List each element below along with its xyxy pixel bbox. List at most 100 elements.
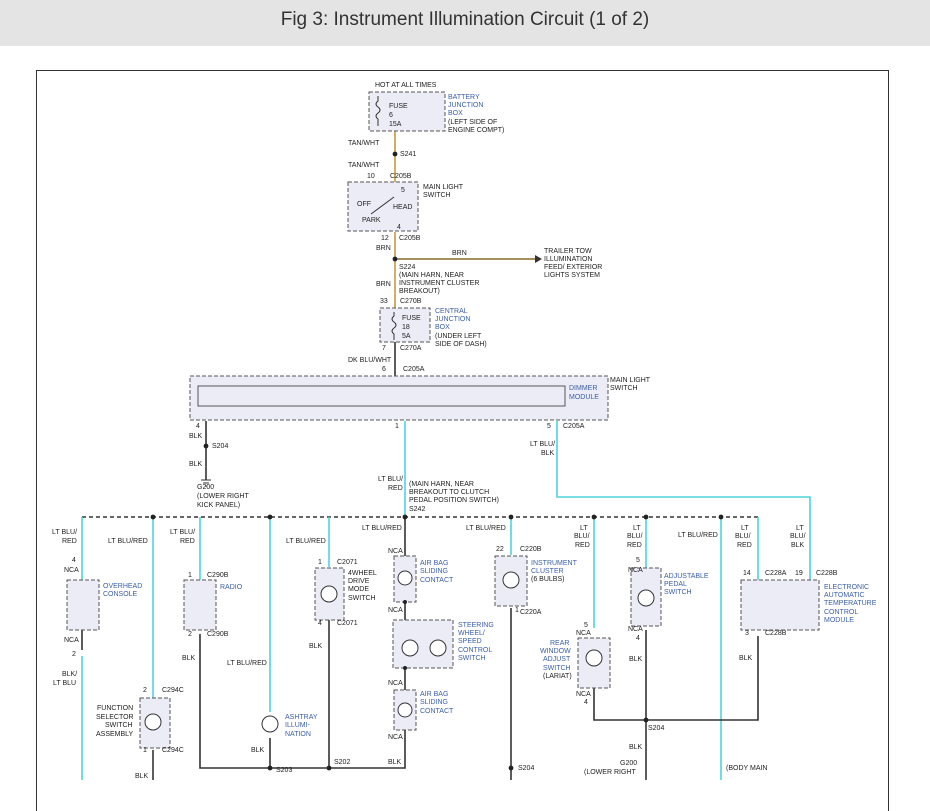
diagram-label: C270A <box>400 345 422 352</box>
diagram-label: CONTROL <box>458 647 492 654</box>
splice-s241 <box>392 151 398 157</box>
diagram-label: FEED/ EXTERIOR <box>544 264 602 271</box>
diagram-label: HOT AT ALL TIMES <box>375 82 437 89</box>
diagram-label: C290B <box>207 572 229 579</box>
wire-blk-rear <box>593 636 759 721</box>
diagram-label: 4 <box>196 423 200 430</box>
diagram-label: (6 BULBS) <box>531 576 564 583</box>
diagram-label: BLK <box>182 655 196 662</box>
diagram-label: ENGINE COMPT) <box>448 127 504 134</box>
diagram-label: FUSE <box>402 315 421 322</box>
diagram-label: CONSOLE <box>103 591 138 598</box>
diagram-label: 1 <box>188 572 192 579</box>
diagram-label: LT <box>796 525 804 532</box>
diagram-label: (LEFT SIDE OF <box>448 119 497 126</box>
diagram-label: WHEEL/ <box>458 630 485 637</box>
diagram-label: RED <box>737 542 752 549</box>
diagram-label: S241 <box>400 151 416 158</box>
splice-s203 <box>267 765 273 771</box>
diagram-labels: HOT AT ALL TIMESFUSE615ABATTERYJUNCTIONB… <box>52 82 877 780</box>
diagram-label: FUSE <box>389 103 408 110</box>
splice-s242 <box>402 514 408 520</box>
diagram-label: (MAIN HARN, NEAR <box>409 481 474 488</box>
diagram-label: SWITCH <box>610 385 638 392</box>
bulb-ashtray-icon <box>261 715 279 733</box>
diagram-label: BOX <box>435 324 450 331</box>
bulb-steering-left-icon <box>401 639 419 657</box>
overhead-console <box>66 579 100 631</box>
diagram-label: C228B <box>816 570 838 577</box>
switch-lever <box>370 196 395 215</box>
diagram-label: SWITCH <box>348 595 376 602</box>
diagram-label: PEDAL <box>664 581 687 588</box>
diagram-label: C205B <box>399 235 421 242</box>
diagram-label: (MAIN HARN, NEAR <box>399 272 464 279</box>
diagram-label: SWITCH <box>105 722 133 729</box>
diagram-label: 4 <box>636 635 640 642</box>
diagram-label: LT BLU/RED <box>466 525 506 532</box>
diagram-label: ADJUSTABLE <box>664 573 709 580</box>
diagram-label: LT BLU/RED <box>678 532 718 539</box>
diagram-label: LT BLU/RED <box>362 525 402 532</box>
diagram-label: DRIVE <box>348 578 370 585</box>
splice-points <box>150 151 724 771</box>
diagram-label: AUTOMATIC <box>824 592 865 599</box>
figure-title-bar: Fig 3: Instrument Illumination Circuit (… <box>0 0 930 46</box>
diagram-label: LT BLU/ <box>530 441 555 448</box>
diagram-label: NCA <box>576 691 591 698</box>
diagram-label: ELECTRONIC <box>824 584 869 591</box>
diagram-label: LT BLU/RED <box>286 538 326 545</box>
diagram-label: 1 <box>515 607 519 614</box>
diagram-label: NCA <box>388 548 403 555</box>
diagram-label: SWITCH <box>664 589 692 596</box>
diagram-label: OVERHEAD <box>103 583 142 590</box>
diagram-label: 7 <box>382 345 386 352</box>
diagram-label: (LOWER RIGHT <box>584 769 636 776</box>
diagram-label: DK BLU/WHT <box>348 357 392 364</box>
diagram-label: STEERING <box>458 622 494 629</box>
diagram-label: 5A <box>402 333 411 340</box>
diagram-label: 5 <box>401 187 405 194</box>
diagram-label: BATTERY <box>448 94 480 101</box>
fuse-symbols <box>370 96 397 340</box>
diagram-label: S203 <box>276 767 292 774</box>
diagram-label: NCA <box>628 567 643 574</box>
diagram-label: (UNDER LEFT <box>435 333 482 340</box>
diagram-label: 6 <box>389 112 393 119</box>
diagram-label: LIGHTS SYSTEM <box>544 272 600 279</box>
diagram-label: 5 <box>636 557 640 564</box>
diagram-label: SWITCH <box>423 192 451 199</box>
diagram-label: RED <box>180 538 195 545</box>
splice-airbag-2 <box>403 666 407 670</box>
trailer-tow-arrow <box>535 255 542 263</box>
diagram-label: DIMMER <box>569 385 597 392</box>
diagram-label: C294C <box>162 747 184 754</box>
diagram-label: JUNCTION <box>435 316 470 323</box>
diagram-label: WINDOW <box>540 648 571 655</box>
diagram-label: NCA <box>388 607 403 614</box>
diagram-label: BLK <box>541 450 555 457</box>
splice-s224 <box>392 256 398 262</box>
diagram-label: BRN <box>452 250 467 257</box>
splice-bus-5 <box>643 514 649 520</box>
diagram-label: S224 <box>399 264 415 271</box>
diagram-label: 18 <box>402 324 410 331</box>
diagram-label: BLU/ <box>790 533 806 540</box>
diagram-label: SELECTOR <box>96 714 134 721</box>
diagram-label: JUNCTION <box>448 102 483 109</box>
diagram-label: BRN <box>376 245 391 252</box>
central-junction-box <box>379 307 431 343</box>
diagram-label: SPEED <box>458 638 482 645</box>
diagram-label: G200 <box>197 484 214 491</box>
diagram-label: 14 <box>743 570 751 577</box>
diagram-label: RADIO <box>220 584 243 591</box>
diagram-label: BLK <box>189 461 203 468</box>
diagram-label: C205A <box>403 366 425 373</box>
diagram-label: (LARIAT) <box>543 673 572 680</box>
diagram-label: NCA <box>388 680 403 687</box>
dimmer-inner-bar <box>197 385 566 407</box>
diagram-label: BLK <box>629 744 643 751</box>
diagram-label: LT BLU/ <box>52 529 77 536</box>
diagram-label: SLIDING <box>420 568 448 575</box>
diagram-label: INSTRUMENT CLUSTER <box>399 280 479 287</box>
